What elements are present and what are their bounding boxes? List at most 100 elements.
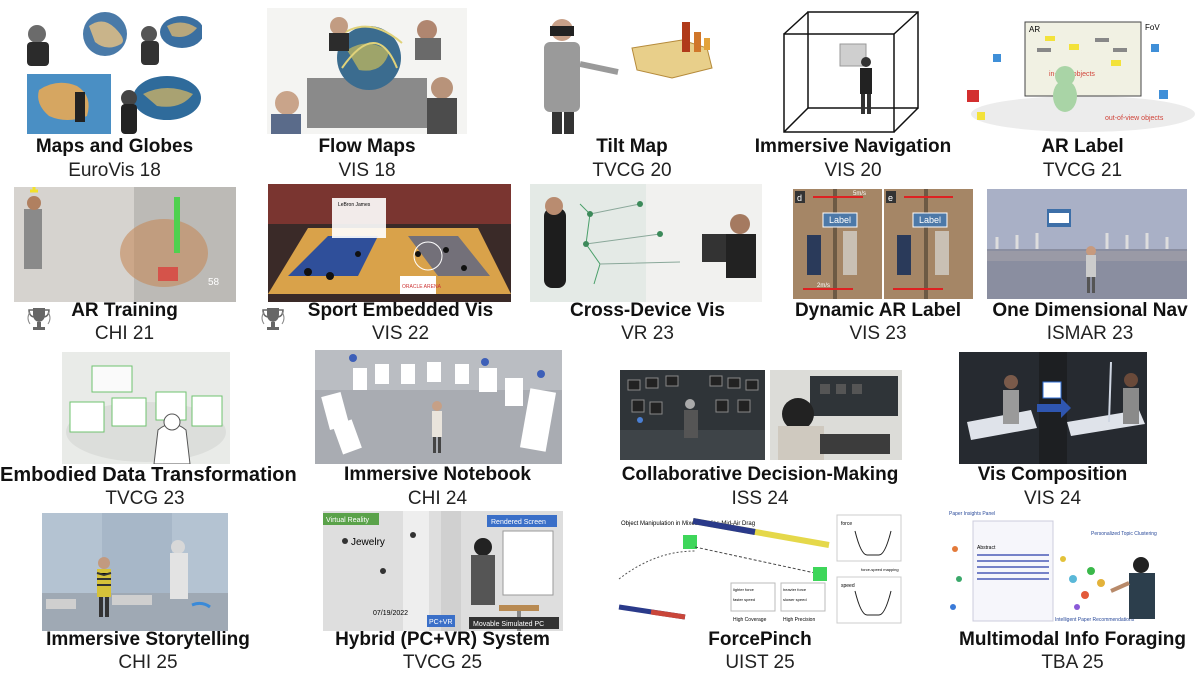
project-venue: CHI 25 <box>118 652 178 673</box>
ar-text: AR <box>1029 25 1040 34</box>
project-title: Collaborative Decision-Making <box>621 464 899 485</box>
foraging-recs-label: Intelligent Paper Recommendations <box>1055 617 1135 623</box>
thumbnail-multimodal-info-foraging: Paper Insights Panel Abstract Personaliz… <box>945 509 1170 631</box>
thumbnail-vis-composition <box>959 352 1147 464</box>
panel-e-letter: e <box>888 193 893 203</box>
project-cross-device-vis: Cross-Device Vis VR 23 <box>530 184 765 344</box>
foraging-panel-label: Paper Insights Panel <box>949 511 995 517</box>
project-immersive-navigation: Immersive Navigation VIS 20 <box>748 0 958 184</box>
project-title: Vis Composition <box>977 464 1128 485</box>
project-tilt-map: Tilt Map TVCG 20 <box>527 0 737 184</box>
forcepinch-force: force <box>841 521 852 527</box>
thumbnail-immersive-storytelling <box>42 513 228 631</box>
project-venue: VIS 22 <box>371 323 430 344</box>
thumbnail-sport-embedded-vis: LeBron James ORACLE ARENA <box>268 184 511 302</box>
hybrid-keyword: Jewelry <box>351 537 385 548</box>
panel-d-letter: d <box>797 193 802 203</box>
project-venue: TBA 25 <box>1041 652 1104 673</box>
project-embodied-data-transformation: Embodied Data Transformation TVCG 23 <box>0 344 297 509</box>
project-immersive-storytelling: Immersive Storytelling CHI 25 <box>28 509 268 674</box>
project-title: AR Training <box>71 300 178 321</box>
fov-text: FoV <box>1145 23 1160 32</box>
thumbnail-immersive-navigation <box>778 8 928 134</box>
project-title: Immersive Storytelling <box>46 629 250 650</box>
project-venue: ISS 24 <box>731 488 789 509</box>
project-venue: VIS 23 <box>849 323 907 344</box>
project-title: Multimodal Info Foraging <box>959 629 1186 650</box>
project-title: Immersive Navigation <box>754 136 952 157</box>
project-title: Flow Maps <box>318 136 416 157</box>
project-forcepinch: Object Manipulation in Mixed Reality: Mi… <box>615 509 905 674</box>
project-venue: ISMAR 23 <box>1046 323 1134 344</box>
sport-panel-name: LeBron James <box>338 202 371 208</box>
forcepinch-coverage: High Coverage <box>733 617 767 623</box>
foraging-topic-label: Personalized Topic Clustering <box>1091 531 1157 537</box>
thumbnail-immersive-notebook <box>315 350 562 464</box>
thumbnail-dynamic-ar-label: d e 5m/s Label Label 2m/s <box>793 189 973 299</box>
project-hybrid-system: Virtual Reality Jewelry Rendered Screen … <box>315 509 570 674</box>
thumbnail-collaborative-decision-making-vr <box>620 370 765 460</box>
foraging-abstract: Abstract <box>977 545 996 551</box>
thumbnail-cross-device-vis <box>530 184 762 302</box>
thumbnail-embodied-data-transformation <box>62 352 230 464</box>
project-collaborative-decision-making: Collaborative Decision-Making ISS 24 <box>610 344 910 509</box>
trophy-icon <box>258 304 288 334</box>
thumbnail-ar-training: 58 <box>14 187 236 302</box>
project-ar-training: 58 AR Training CHI 21 <box>12 184 237 344</box>
ar-training-reading: 58 <box>208 277 220 288</box>
forcepinch-lighter: lighter force <box>733 587 755 592</box>
project-vis-composition: Vis Composition VIS 24 <box>955 344 1150 509</box>
thumbnail-flow-maps <box>267 8 467 134</box>
hybrid-vr-label: Virtual Reality <box>326 517 370 524</box>
project-title: Cross-Device Vis <box>570 300 725 321</box>
project-title: One Dimensional Nav <box>992 300 1188 321</box>
speed-top: 5m/s <box>853 191 866 197</box>
speed-bottom: 2m/s <box>817 283 830 289</box>
hybrid-date: 07/19/2022 <box>373 610 408 617</box>
project-title: AR Label <box>1041 136 1124 157</box>
forcepinch-speed: speed <box>841 583 855 589</box>
thumbnail-forcepinch: Object Manipulation in Mixed Reality: Mi… <box>615 511 905 631</box>
hybrid-pcvr-label: PC+VR <box>429 619 453 626</box>
project-venue: VR 23 <box>621 323 674 344</box>
project-ar-label: AR FoV in-view objects out-of-view objec… <box>965 0 1200 184</box>
project-venue: TVCG 23 <box>105 488 185 509</box>
project-title: ForcePinch <box>708 629 812 650</box>
forcepinch-precision: High Precision <box>783 617 815 623</box>
project-venue: EuroVis 18 <box>68 160 161 181</box>
thumbnail-tilt-map <box>532 8 732 134</box>
project-venue: CHI 24 <box>407 488 468 509</box>
project-title: Hybrid (PC+VR) System <box>335 629 550 650</box>
forcepinch-faster: faster speed <box>733 597 755 602</box>
hybrid-rendered-label: Rendered Screen <box>491 519 546 526</box>
forcepinch-heavier: heavier force <box>783 587 807 592</box>
out-view-text: out-of-view objects <box>1105 115 1164 122</box>
forcepinch-slower: slower speed <box>783 597 807 602</box>
project-maps-and-globes: Maps and Globes EuroVis 18 <box>12 0 217 184</box>
forcepinch-mapping: force-speed mapping <box>861 567 899 572</box>
thumbnail-hybrid-system: Virtual Reality Jewelry Rendered Screen … <box>323 511 563 631</box>
trophy-icon <box>24 304 54 334</box>
thumbnail-collaborative-decision-making-pc <box>770 370 902 460</box>
sport-arena: ORACLE ARENA <box>402 284 442 290</box>
project-title: Tilt Map <box>596 136 668 157</box>
project-venue: CHI 21 <box>94 323 155 344</box>
project-multimodal-info-foraging: Paper Insights Panel Abstract Personaliz… <box>945 509 1200 674</box>
project-one-dimensional-nav: One Dimensional Nav ISMAR 23 <box>985 184 1195 344</box>
label-e: Label <box>919 215 941 225</box>
project-venue: TVCG 21 <box>1042 160 1123 181</box>
project-venue: VIS 18 <box>338 160 396 181</box>
thumbnail-ar-label: AR FoV in-view objects out-of-view objec… <box>965 8 1195 134</box>
project-sport-embedded-vis: LeBron James ORACLE ARENA Sport Embedded… <box>258 184 513 344</box>
label-d: Label <box>829 215 851 225</box>
project-venue: TVCG 20 <box>592 160 672 181</box>
thumbnail-maps-and-globes <box>17 6 202 136</box>
project-venue: VIS 20 <box>824 160 882 181</box>
project-title: Dynamic AR Label <box>794 300 962 321</box>
project-immersive-notebook: Immersive Notebook CHI 24 <box>310 344 565 509</box>
forcepinch-heading: Object Manipulation in Mixed Reality: Mi… <box>621 521 755 527</box>
project-venue: TVCG 25 <box>402 652 483 673</box>
project-title: Maps and Globes <box>35 136 194 157</box>
project-venue: VIS 24 <box>1023 488 1082 509</box>
project-title: Immersive Notebook <box>344 464 531 485</box>
